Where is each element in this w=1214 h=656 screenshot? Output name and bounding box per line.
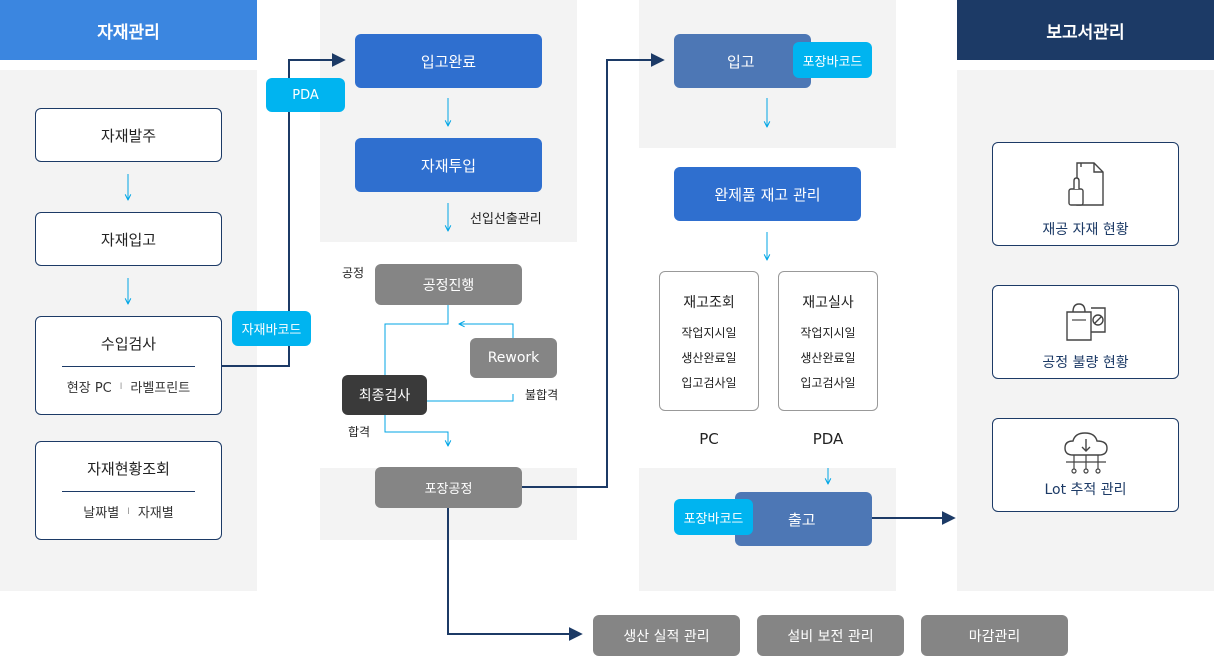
pass-label: 합격 [348, 425, 371, 439]
report-header: 보고서관리 [957, 0, 1214, 60]
by-date-label: 날짜별 [83, 506, 120, 521]
lot-tracking-label: Lot 추적 관리 [1044, 482, 1127, 498]
status-sub-row: 날짜별 I 자재별 [83, 502, 173, 521]
closing-management-button[interactable]: 마감관리 [921, 615, 1068, 656]
check-item: 작업지시일 [681, 326, 737, 340]
audit-item: 입고검사일 [800, 376, 856, 390]
shipping-label: 출고 [788, 510, 816, 529]
lot-tracking-box[interactable]: Lot 추적 관리 [992, 418, 1179, 512]
status-divider [62, 491, 195, 492]
check-item: 생산완료일 [681, 351, 737, 365]
check-item: 입고검사일 [681, 376, 737, 390]
material-receipt-box[interactable]: 자재입고 [35, 212, 222, 266]
material-header: 자재관리 [0, 0, 257, 60]
status-title: 자재현황조회 [87, 460, 170, 478]
process-defect-status-box[interactable]: 공정 불량 현황 [992, 285, 1179, 379]
inventory-audit-box[interactable]: 재고실사 작업지시일 생산완료일 입고검사일 [778, 271, 878, 411]
onsite-pc-label: 현장 PC [66, 381, 112, 396]
inspection-divider [62, 366, 195, 367]
pc-device-label: PC [699, 430, 719, 448]
defect-bag-icon [1065, 303, 1106, 341]
finished-inventory-box[interactable]: 완제품 재고 관리 [674, 167, 861, 221]
inventory-check-title: 재고조회 [683, 295, 735, 311]
cloud-network-icon [1063, 432, 1108, 474]
receipt-done-box[interactable]: 입고완료 [355, 34, 542, 88]
pda-pill: PDA [266, 78, 345, 112]
equipment-maintenance-button[interactable]: 설비 보전 관리 [757, 615, 904, 656]
inventory-audit-title: 재고실사 [802, 295, 854, 311]
wip-material-status-label: 재공 자재 현황 [1042, 222, 1129, 238]
inventory-check-box[interactable]: 재고조회 작업지시일 생산완료일 입고검사일 [659, 271, 759, 411]
process-label: 공정 [342, 266, 365, 280]
material-order-box[interactable]: 자재발주 [35, 108, 222, 162]
material-status-box[interactable]: 자재현황조회 날짜별 I 자재별 [35, 441, 222, 540]
material-barcode-pill: 자재바코드 [232, 311, 311, 346]
rework-box[interactable]: Rework [470, 338, 557, 378]
document-hand-icon [1067, 162, 1104, 206]
by-material-label: 자재별 [137, 506, 174, 521]
sub-separator: I [119, 381, 123, 392]
process-in-progress-box[interactable]: 공정진행 [375, 264, 522, 305]
production-performance-button[interactable]: 생산 실적 관리 [593, 615, 740, 656]
material-input-box[interactable]: 자재투입 [355, 138, 542, 192]
sub-separator: I [127, 506, 130, 517]
inspection-sub-row: 현장 PC I 라벨프린트 [67, 377, 190, 396]
process-defect-status-label: 공정 불량 현황 [1042, 355, 1129, 371]
final-inspection-box[interactable]: 최종검사 [342, 375, 427, 415]
audit-item: 생산완료일 [800, 351, 856, 365]
wip-material-status-box[interactable]: 재공 자재 현황 [992, 142, 1179, 246]
fifo-label: 선입선출관리 [470, 212, 542, 227]
finished-receipt-box[interactable]: 입고 [674, 34, 811, 88]
fail-label: 불합격 [525, 388, 559, 402]
shipping-box[interactable]: 출고 [735, 492, 872, 546]
incoming-inspection-box[interactable]: 수입검사 현장 PC I 라벨프린트 [35, 316, 222, 415]
label-print-label: 라벨프린트 [130, 381, 191, 396]
receipt-packing-barcode-pill: 포장바코드 [793, 42, 872, 78]
packing-process-box[interactable]: 포장공정 [375, 467, 522, 508]
inspection-title: 수입검사 [100, 335, 157, 353]
pda-device-label: PDA [812, 430, 844, 448]
audit-item: 작업지시일 [800, 326, 856, 340]
shipping-packing-barcode-pill: 포장바코드 [674, 499, 753, 535]
finished-receipt-label: 입고 [727, 52, 755, 71]
